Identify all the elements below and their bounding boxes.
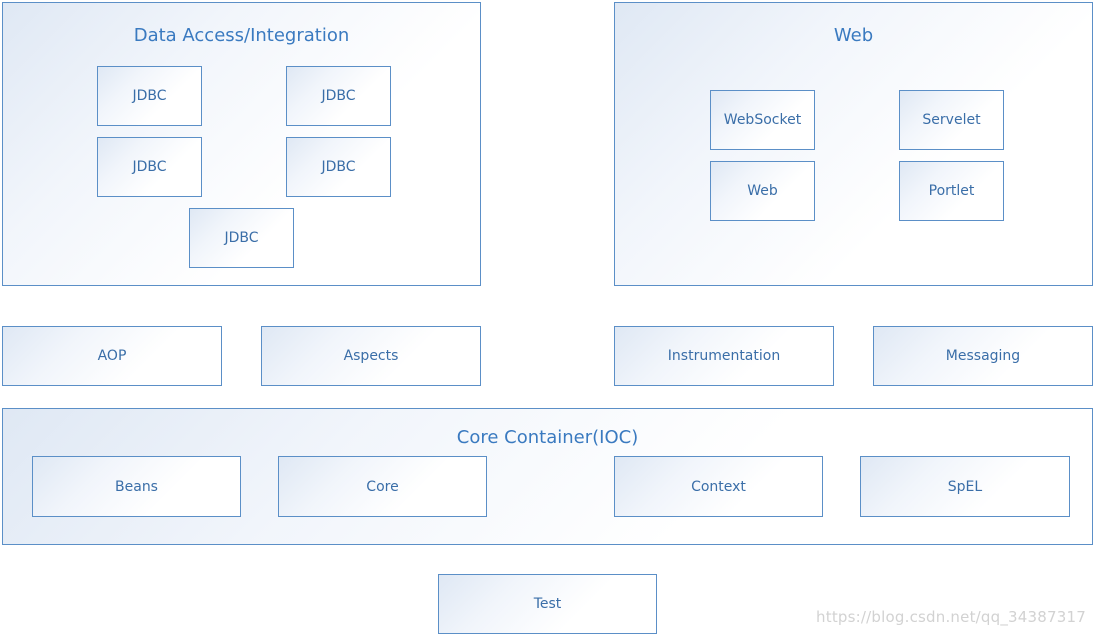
portlet-module: Portlet — [899, 161, 1004, 221]
context-module: Context — [614, 456, 823, 517]
web-group: Web — [614, 2, 1093, 286]
jdbc-module-1: JDBC — [97, 66, 202, 126]
jdbc-module-3: JDBC — [97, 137, 202, 197]
core-module: Core — [278, 456, 487, 517]
aspects-module: Aspects — [261, 326, 481, 386]
jdbc-module-4: JDBC — [286, 137, 391, 197]
test-module: Test — [438, 574, 657, 634]
beans-module: Beans — [32, 456, 241, 517]
core-container-title: Core Container(IOC) — [456, 427, 639, 448]
instrumentation-module: Instrumentation — [614, 326, 834, 386]
spel-module: SpEL — [860, 456, 1070, 517]
web-module: Web — [710, 161, 815, 221]
data-access-integration-title: Data Access/Integration — [133, 25, 350, 46]
web-title: Web — [833, 25, 874, 46]
jdbc-module-5: JDBC — [189, 208, 294, 268]
websocket-module: WebSocket — [710, 90, 815, 150]
aop-module: AOP — [2, 326, 222, 386]
watermark-text: https://blog.csdn.net/qq_34387317 — [816, 608, 1086, 626]
jdbc-module-2: JDBC — [286, 66, 391, 126]
servelet-module: Servelet — [899, 90, 1004, 150]
messaging-module: Messaging — [873, 326, 1093, 386]
